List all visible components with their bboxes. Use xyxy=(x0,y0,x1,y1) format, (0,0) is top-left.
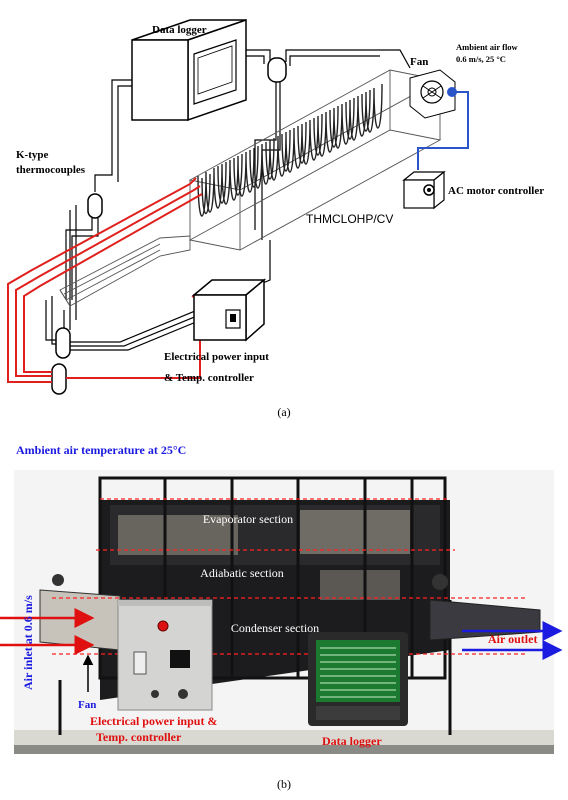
data-logger-label: Data logger xyxy=(152,24,207,36)
data-logger-photo-label: Data logger xyxy=(322,734,382,748)
power-connector xyxy=(51,363,67,395)
panel-a-schematic: Data logger Fan Ambient air flow 0.6 m/s… xyxy=(7,18,544,419)
inlet-clamp xyxy=(52,574,64,586)
thermocouple-connector-top xyxy=(267,57,287,83)
condenser-label: Condenser section xyxy=(231,621,319,635)
ambient-flow-label-line2: 0.6 m/s, 25 °C xyxy=(456,54,506,64)
power-photo-label-line1: Electrical power input & xyxy=(90,714,217,728)
panel-b-photo: Ambient air temperature at 25°C xyxy=(0,443,563,791)
table-edge xyxy=(14,745,554,754)
outlet-clamp xyxy=(432,574,448,590)
data-logger-photo xyxy=(308,632,408,726)
insulation-patch-1 xyxy=(118,515,238,555)
heat-pipe-coils xyxy=(197,83,383,217)
power-controller-box xyxy=(191,278,267,342)
power-photo-label-line2: Temp. controller xyxy=(96,730,182,744)
fan-photo-label: Fan xyxy=(78,699,96,711)
thermocouples-label-line2: thermocouples xyxy=(16,164,86,176)
air-inlet-label: Air inlet at 0.6 m/s xyxy=(21,595,35,690)
ambient-flow-label-line1: Ambient air flow xyxy=(456,42,519,52)
air-outlet-label: Air outlet xyxy=(488,632,537,646)
ac-motor-label: AC motor controller xyxy=(448,185,544,197)
inlet-duct xyxy=(39,589,121,651)
thermocouple-connector-bottom xyxy=(55,327,71,359)
power-label-line2: & Temp. controller xyxy=(164,372,254,384)
blue-fan-wire xyxy=(417,87,469,170)
evaporator-label: Evaporator section xyxy=(203,512,293,526)
thermocouples-label-line1: K-type xyxy=(16,149,49,161)
ac-motor-controller-box xyxy=(402,170,446,210)
data-logger-box xyxy=(131,18,247,122)
thermocouple-connector-left xyxy=(87,193,103,219)
caption-a: (a) xyxy=(277,405,290,419)
insulation-patch-2 xyxy=(300,510,410,554)
insulation-patch-3 xyxy=(320,570,400,600)
adiabatic-label: Adiabatic section xyxy=(200,566,284,580)
power-label-line1: Electrical power input xyxy=(164,351,269,363)
power-controller-photo xyxy=(117,599,213,711)
device-label: THMCLOHP/CV xyxy=(306,212,393,226)
wind-tunnel xyxy=(59,69,456,307)
ambient-temp-label: Ambient air temperature at 25°C xyxy=(16,443,186,457)
fan-label: Fan xyxy=(410,56,428,68)
caption-b: (b) xyxy=(277,777,291,791)
